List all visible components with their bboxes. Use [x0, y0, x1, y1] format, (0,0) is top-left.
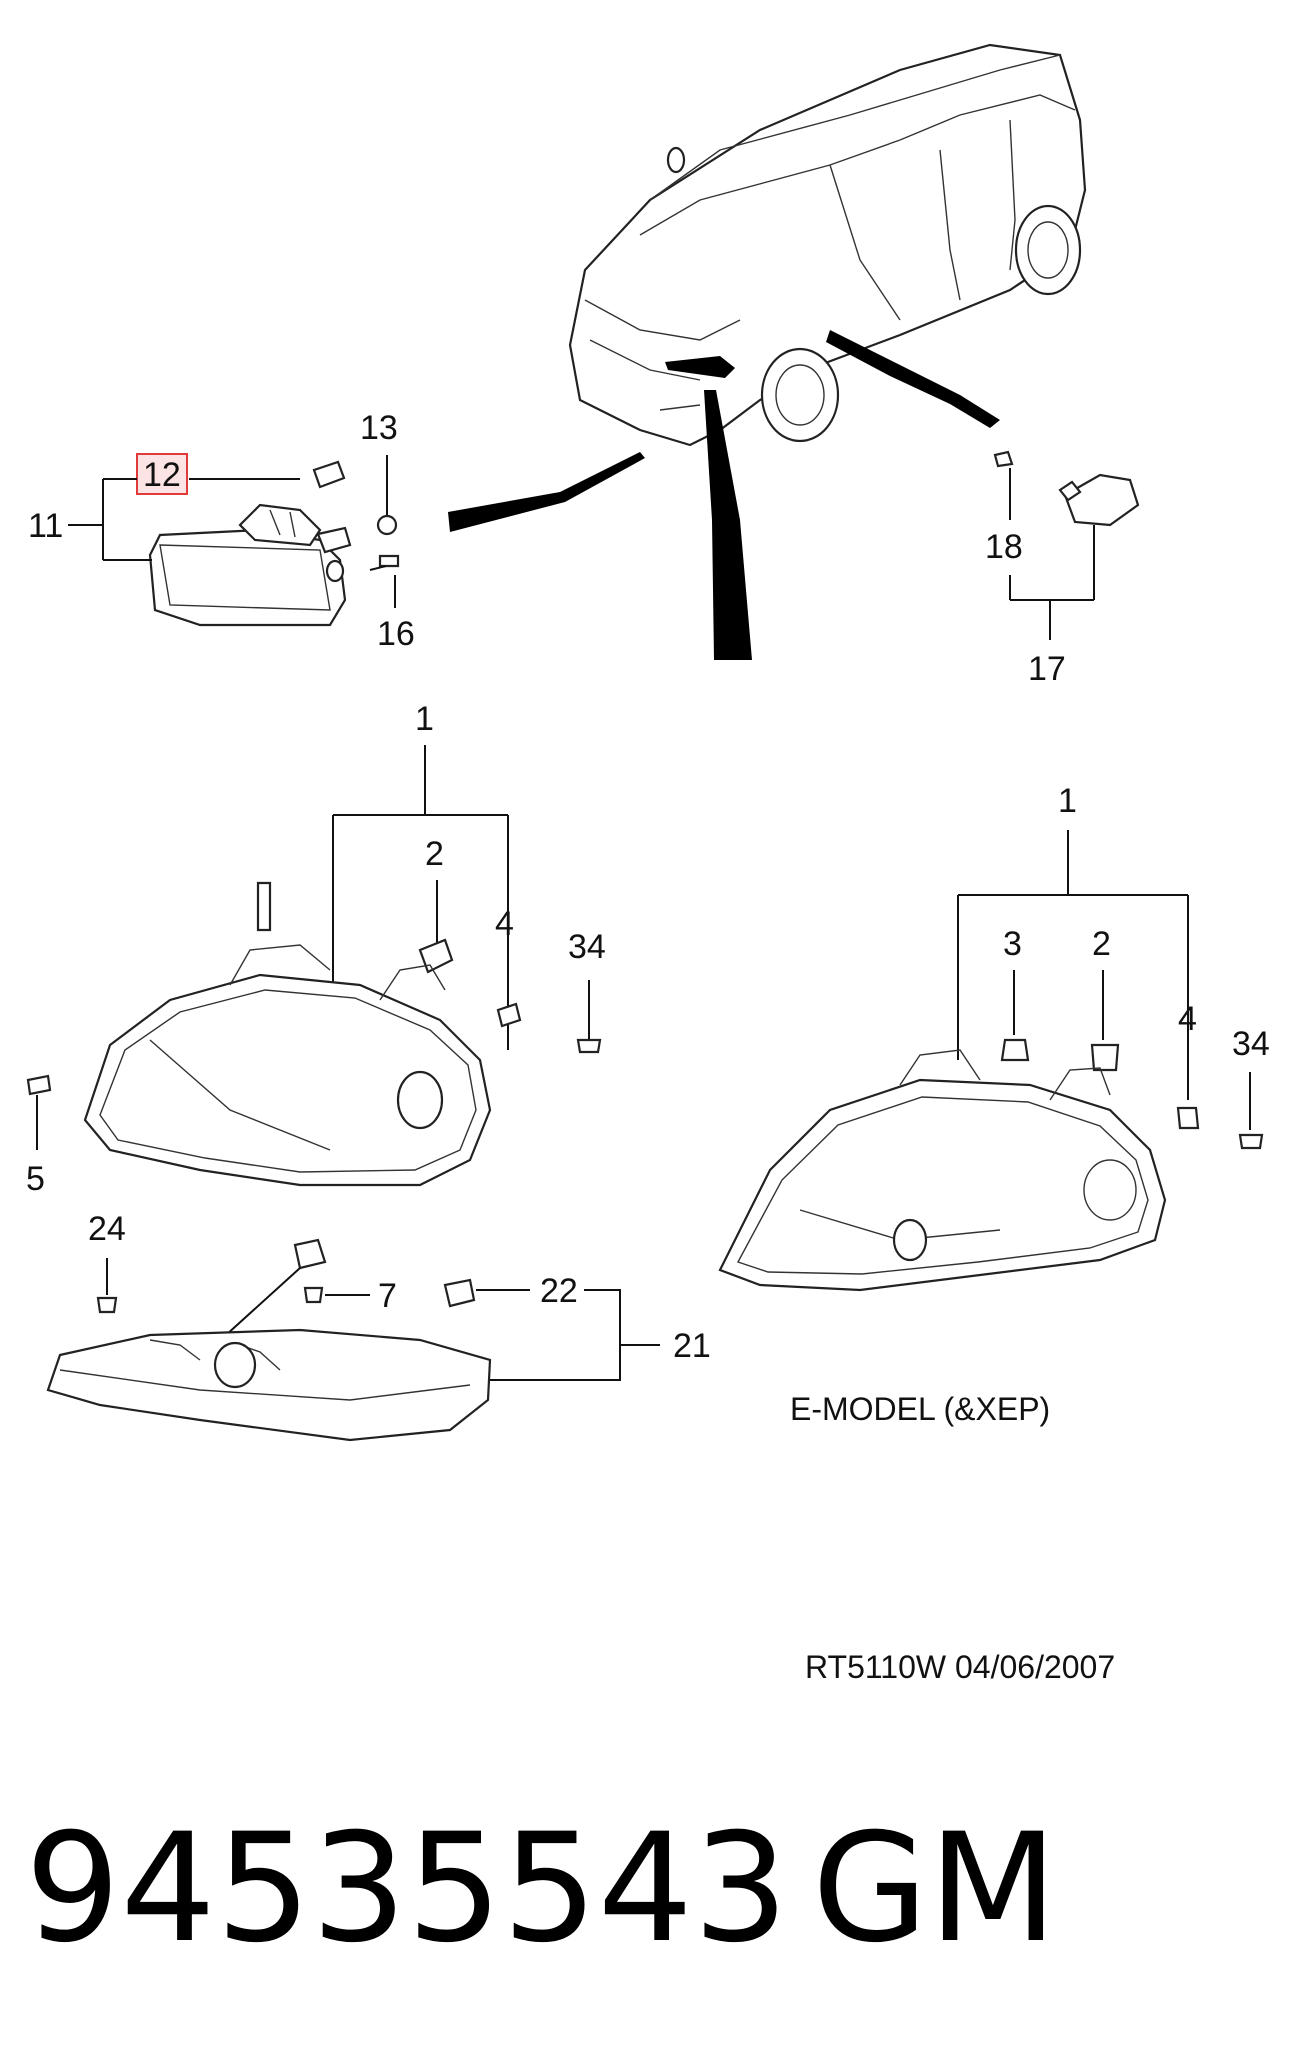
callout-2-right: 2: [1092, 925, 1111, 963]
callout-22: 22: [540, 1272, 578, 1310]
callout-11: 11: [28, 507, 63, 545]
callout-34-left: 34: [568, 928, 606, 966]
callout-4-left: 4: [495, 905, 514, 943]
callout-18: 18: [985, 528, 1023, 566]
screw-16: [378, 554, 400, 568]
screw-34-right: [1238, 1133, 1264, 1150]
bulb-22: [443, 1278, 476, 1308]
callout-7: 7: [378, 1277, 397, 1315]
callout-3-right: 3: [1003, 925, 1022, 963]
callout-24: 24: [88, 1210, 126, 1248]
nut-13: [376, 514, 398, 536]
callout-2-left: 2: [425, 835, 444, 873]
fog-lamp-assembly: [148, 503, 352, 627]
callout-13: 13: [360, 409, 398, 447]
screw-34-left: [576, 1038, 602, 1054]
bulb-4-right: [1176, 1106, 1200, 1130]
screw-24: [96, 1296, 118, 1314]
bulb-4-left: [496, 1002, 522, 1028]
bulb-2-right: [1090, 1043, 1120, 1072]
brand: GM: [812, 1802, 1058, 1976]
callout-17: 17: [1028, 650, 1066, 688]
bulb-upper: [293, 1238, 327, 1270]
pointer-arrows: [448, 330, 1000, 660]
bulb-2-left: [418, 938, 454, 974]
callout-1-left: 1: [415, 700, 434, 738]
part-number: 94535543: [25, 1802, 788, 1976]
callout-12: 12: [143, 456, 181, 494]
model-note: E-MODEL (&XEP): [790, 1391, 1050, 1427]
callout-12-highlight: [136, 453, 188, 495]
reference-code: RT5110W 04/06/2007: [805, 1649, 1115, 1685]
car-illustration: [568, 43, 1087, 447]
callout-1-right: 1: [1058, 782, 1077, 820]
headlamp-right: [718, 1049, 1167, 1292]
callout-34-right: 34: [1232, 1025, 1270, 1063]
headlamp-left: [83, 944, 492, 1187]
callout-16: 16: [377, 615, 415, 653]
bolt-top: [256, 881, 272, 932]
turn-signal-lamp: [46, 1328, 492, 1442]
callout-21: 21: [673, 1327, 711, 1365]
bulb-3-right: [1000, 1038, 1030, 1062]
screw-7: [303, 1286, 324, 1304]
callout-5: 5: [26, 1160, 45, 1198]
screw-5: [26, 1074, 52, 1096]
bulb-12: [312, 460, 346, 489]
side-marker-assembly: [993, 450, 1140, 527]
callout-4-right: 4: [1178, 1000, 1197, 1038]
